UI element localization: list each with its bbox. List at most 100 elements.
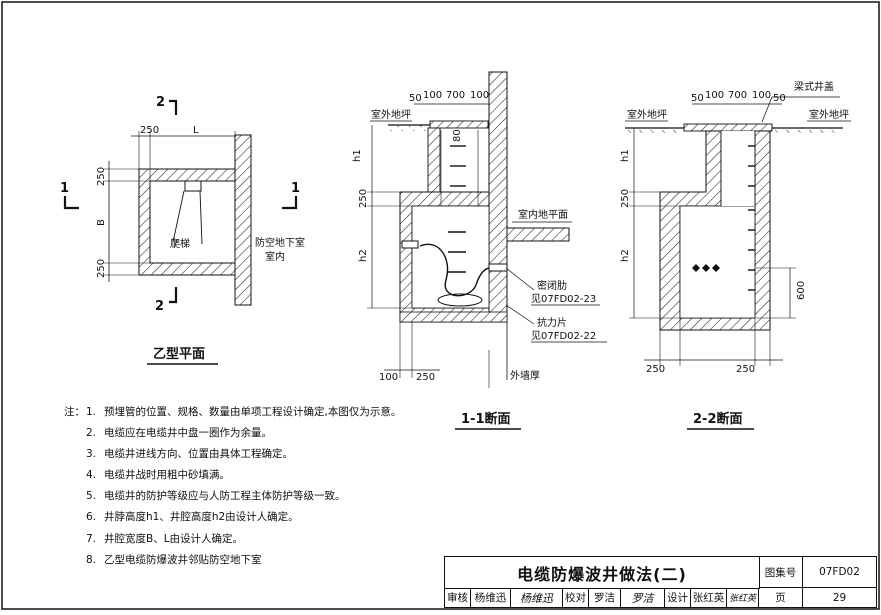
s1-dim-250-bottom: 250 [416, 372, 435, 383]
s1-title: 1-1断面 [461, 411, 511, 427]
atlas-no: 07FD02 [803, 557, 876, 588]
s2-cover-leader-diag [761, 96, 773, 123]
title-block: 电缆防爆波井做法(二) 图集号 07FD02 审核 杨维迅 杨维迅 校对 罗洁 … [444, 556, 877, 608]
note-text: 电缆井的防护等级应与人防工程主体防护等级一致。 [104, 490, 346, 503]
s2-dim-left-ext [629, 191, 680, 319]
plan-room-label-1: 防空地下室 [255, 236, 305, 249]
s2-dim-100a: 100 [705, 90, 724, 101]
note-number: 1. [86, 406, 97, 418]
plan-cut-1-left-mark [63, 196, 79, 210]
note-row: 3. 电缆井进线方向、位置由具体工程确定。 [64, 444, 444, 465]
s1-soil-left [388, 125, 430, 131]
s2-dim-600: 600 [796, 281, 807, 300]
s1-basement-wall [488, 71, 508, 323]
reviewer-signature: 杨维迅 [511, 588, 563, 607]
plan-room-label-2: 室内 [265, 250, 285, 263]
plan-well-cavity [149, 180, 236, 264]
design-label: 设计 [665, 588, 691, 607]
s1-dim-80: 80 [452, 129, 463, 142]
drawing-title: 电缆防爆波井做法(二) [445, 557, 760, 589]
atlas-label: 图集号 [759, 557, 803, 588]
s2-cover: 梁式井盖 [794, 80, 834, 93]
s1-indoor-slab [506, 227, 570, 242]
s2-chamber-cavity [679, 205, 756, 319]
s1-seal-rib: 密闭肋 [537, 279, 567, 292]
note-number: 7. [86, 532, 97, 545]
s2-dim-250: 250 [620, 189, 631, 208]
note-text: 井脖高度h1、井腔高度h2由设计人确定。 [104, 511, 299, 524]
plan-cut-2-bottom-mark [169, 287, 178, 304]
plan-cut-1-right: 1 [291, 181, 300, 196]
s1-dim-250: 250 [358, 189, 369, 208]
s1-pipe-left [401, 240, 419, 249]
plan-view: 爬梯 防空地下室 室内 250 L 250 B 250 1 1 2 2 乙型平面 [60, 95, 305, 365]
note-row: 注： 1. 预埋管的位置、规格、数量由单项工程设计确定,本图仅为示意。 [64, 402, 444, 423]
s2-dim-50b: 50 [773, 93, 786, 104]
plan-cut-2-top: 2 [156, 95, 165, 110]
note-number: 5. [86, 490, 97, 503]
s2-h2: h2 [620, 249, 631, 262]
check-label: 校对 [563, 588, 589, 607]
notes-block: 注： 1. 预埋管的位置、规格、数量由单项工程设计确定,本图仅为示意。 2. 电… [64, 402, 444, 571]
s1-seal-ref: 见07FD02-23 [531, 293, 596, 305]
s1-dim-100-bottom: 100 [379, 372, 398, 383]
page-no: 29 [832, 591, 847, 604]
plan-cut-2-top-mark [169, 99, 178, 115]
s1-cover-slab [429, 120, 489, 129]
s1-pipe-right [488, 263, 508, 272]
note-text: 预埋管的位置、规格、数量由单项工程设计确定,本图仅为示意。 [104, 406, 402, 418]
note-number: 8. [86, 553, 97, 566]
review-label: 审核 [445, 588, 471, 607]
s1-h1: h1 [352, 149, 363, 162]
note-text: 乙型电缆防爆波井邻贴防空地下室 [104, 553, 262, 566]
plan-ladder-leader [173, 239, 178, 249]
plan-title: 乙型平面 [153, 346, 205, 362]
plan-cut-2-bottom: 2 [155, 299, 164, 314]
note-row: 6. 井脖高度h1、井腔高度h2由设计人确定。 [64, 507, 444, 528]
s2-outdoor-ground-left: 室外地坪 [627, 108, 667, 121]
s1-cable-coil [419, 243, 491, 297]
note-row: 4. 电缆井战时用粗中砂填满。 [64, 465, 444, 486]
note-number: 3. [86, 448, 97, 461]
designer-signature: 张红英 [727, 588, 759, 607]
s2-dim-50a: 50 [691, 93, 704, 104]
s2-title: 2-2断面 [693, 411, 743, 427]
plan-cut-1-left: 1 [60, 181, 69, 196]
s1-indoor-floor: 室内地平面 [518, 208, 568, 221]
plan-dim-250-a: 250 [96, 167, 107, 186]
checker-signature: 罗洁 [621, 588, 665, 607]
plan-ladder-rail-right [199, 190, 203, 245]
note-row: 2. 电缆应在电缆井中盘一圈作为余量。 [64, 423, 444, 444]
s2-h1: h1 [620, 149, 631, 162]
s2-dim-bottom-ext [659, 318, 771, 366]
s2-dim-100b: 100 [752, 90, 771, 101]
s1-anchor-plate: 抗力片 [537, 316, 567, 329]
note-number: 4. [86, 469, 97, 482]
s2-dim-700: 700 [728, 90, 747, 101]
s2-cable-marks [692, 264, 720, 272]
note-row: 5. 电缆井的防护等级应与人防工程主体防护等级一致。 [64, 486, 444, 507]
s1-dim-left-ext [367, 191, 412, 309]
plan-dim-250-b: 250 [96, 259, 107, 278]
s1-dim-100a: 100 [423, 90, 442, 101]
page-label: 页 [759, 588, 803, 607]
s1-chamber-cavity [411, 205, 490, 309]
notes-heading: 注： [64, 406, 85, 418]
s1-neck-wall-left [427, 127, 441, 193]
s1-h2: h2 [358, 249, 369, 262]
s2-outdoor-ground-right: 室外地坪 [809, 108, 849, 121]
note-text: 井腔宽度B、L由设计人确定。 [104, 532, 244, 545]
note-text: 电缆应在电缆井中盘一圈作为余量。 [104, 427, 272, 440]
note-text: 电缆井战时用粗中砂填满。 [104, 469, 230, 482]
plan-cut-1-right-mark [282, 196, 298, 210]
s1-ladder-rungs [448, 145, 466, 273]
s2-dim-250-right: 250 [736, 364, 755, 375]
plan-ladder-label: 爬梯 [170, 237, 190, 250]
section-2-view: 室外地坪 室外地坪 梁式井盖 50 100 700 100 50 80 [620, 80, 851, 430]
note-row: 7. 井腔宽度B、L由设计人确定。 [64, 529, 444, 550]
plan-dim-L: L [193, 125, 199, 136]
s2-soil-left [625, 128, 683, 134]
